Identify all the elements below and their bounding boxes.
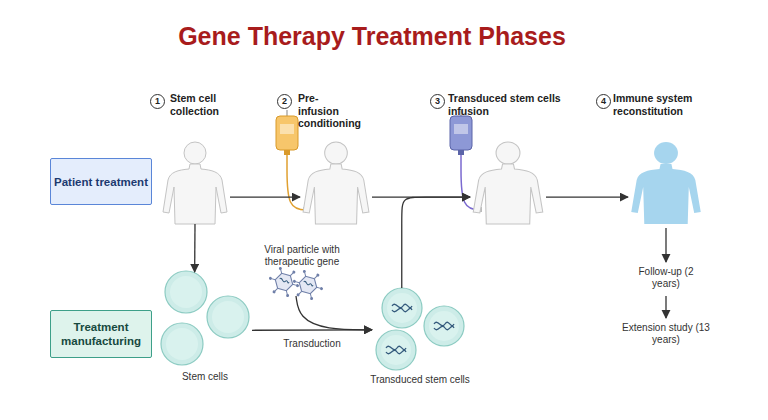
viral-particle-shape: [272, 270, 320, 296]
viral-particle-group: Viral particle with therapeutic gene: [272, 270, 320, 296]
cell-cluster-shape: [158, 272, 252, 366]
step-heading: Stem cell collection: [170, 92, 240, 117]
flow-arrow: [252, 329, 372, 331]
human-figure: [300, 140, 372, 224]
step-heading: Pre- infusion conditioning: [298, 92, 362, 130]
cell-cluster-shape: [372, 288, 468, 370]
step-number: 4: [596, 94, 611, 109]
lane-label: Patient treatment: [51, 159, 151, 204]
human-figure: [470, 140, 546, 224]
timeline-note: Follow-up (2 years): [631, 266, 701, 290]
caption: Viral particle with therapeutic gene: [247, 244, 357, 268]
step-number: 3: [430, 94, 445, 109]
step-heading: Immune system reconstitution: [613, 92, 713, 117]
caption: Stem cells: [148, 371, 262, 383]
step-number: 2: [277, 94, 292, 109]
step-heading: Transduced stem cells infusion: [448, 92, 578, 117]
step-number: 1: [150, 94, 165, 109]
cell-cluster: Transduced stem cells: [372, 288, 468, 370]
flow-arrow: [546, 196, 628, 197]
timeline-arrow: [665, 296, 666, 318]
edge-label: Transduction: [283, 338, 340, 350]
timeline-arrow: [665, 228, 666, 262]
caption: Transduced stem cells: [352, 374, 488, 386]
human-figure: [628, 140, 704, 224]
human-figure: [160, 140, 230, 224]
patient-figure: 2Pre- infusion conditioning: [300, 140, 372, 224]
flow-arrow: [194, 224, 196, 272]
lane-box: Treatment manufacturing: [50, 310, 152, 358]
flow-arrow: [402, 197, 470, 288]
diagram-title: Gene Therapy Treatment Phases: [0, 21, 744, 51]
lane-box: Patient treatment: [50, 158, 152, 205]
patient-figure: 3Transduced stem cells infusion: [470, 140, 546, 224]
patient-figure: 1Stem cell collection: [160, 140, 230, 224]
lane-label: Treatment manufacturing: [51, 311, 151, 357]
flow-arrow: [230, 196, 300, 197]
flow-arrow: [372, 196, 470, 197]
timeline-note: Extension study (13 years): [621, 322, 711, 346]
flow-arrow: [296, 296, 372, 330]
patient-figure: 4Immune system reconstitution: [628, 140, 704, 224]
cell-cluster: Stem cells: [158, 272, 252, 366]
